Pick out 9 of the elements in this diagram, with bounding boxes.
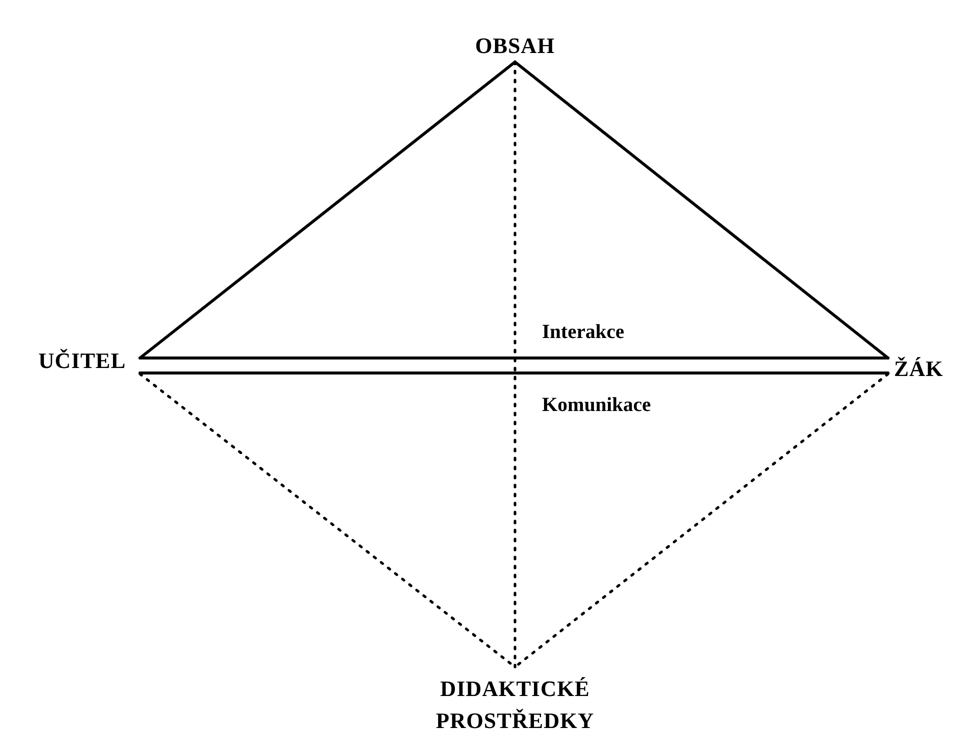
dotted-line: [514, 60, 516, 668]
line: [514, 60, 890, 360]
node-label: UČITEL: [38, 347, 126, 376]
node-label: ŽÁK: [894, 355, 944, 384]
line: [138, 372, 890, 374]
line: [138, 60, 516, 360]
node-label: OBSAH: [475, 32, 555, 60]
node-label: DIDAKTICKÉ PROSTŘEDKY: [434, 675, 596, 736]
line: [138, 356, 890, 360]
